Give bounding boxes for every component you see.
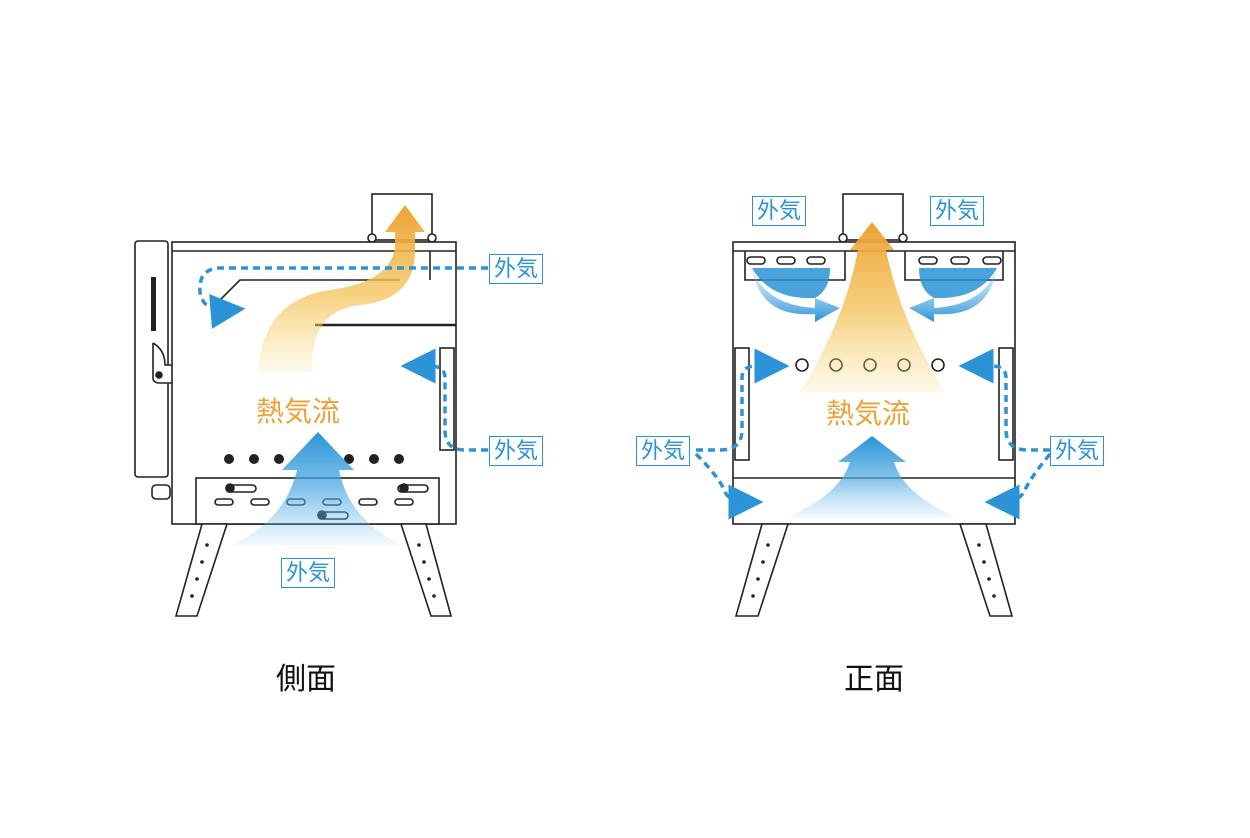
side-leg-right [399, 523, 453, 617]
side-view-caption: 側面 [276, 662, 336, 697]
front-cool-air-top-right [909, 268, 997, 322]
side-leg-left [174, 523, 229, 617]
side-air-holes [224, 454, 404, 464]
front-leg-left [734, 523, 790, 617]
front-outside-air-label-top-left: 外気 [752, 196, 807, 226]
side-dashed-air-paths [198, 266, 488, 452]
front-outside-air-label-left: 外気 [636, 436, 691, 466]
front-cool-air-arrow [785, 436, 958, 518]
side-outside-air-label-top: 外気 [489, 254, 544, 284]
side-handle-panel [134, 240, 169, 478]
side-outside-air-label-right: 外気 [489, 436, 544, 466]
front-heat-flow-label: 熱気流 [826, 397, 911, 430]
front-outside-air-label-right: 外気 [1050, 436, 1105, 466]
side-heat-flow-arrow [258, 205, 425, 372]
side-heat-flow-label: 熱気流 [256, 395, 341, 428]
side-cool-air-arrow [232, 432, 402, 545]
front-cool-air-top-left [752, 268, 840, 322]
front-view-caption: 正面 [844, 662, 904, 697]
front-leg-right [958, 523, 1014, 617]
front-outside-air-label-top-right: 外気 [930, 196, 985, 226]
front-heat-flow-arrow [800, 222, 945, 392]
side-outside-air-label-bottom: 外気 [281, 558, 336, 588]
front-dashed-air-paths [694, 348, 1052, 520]
